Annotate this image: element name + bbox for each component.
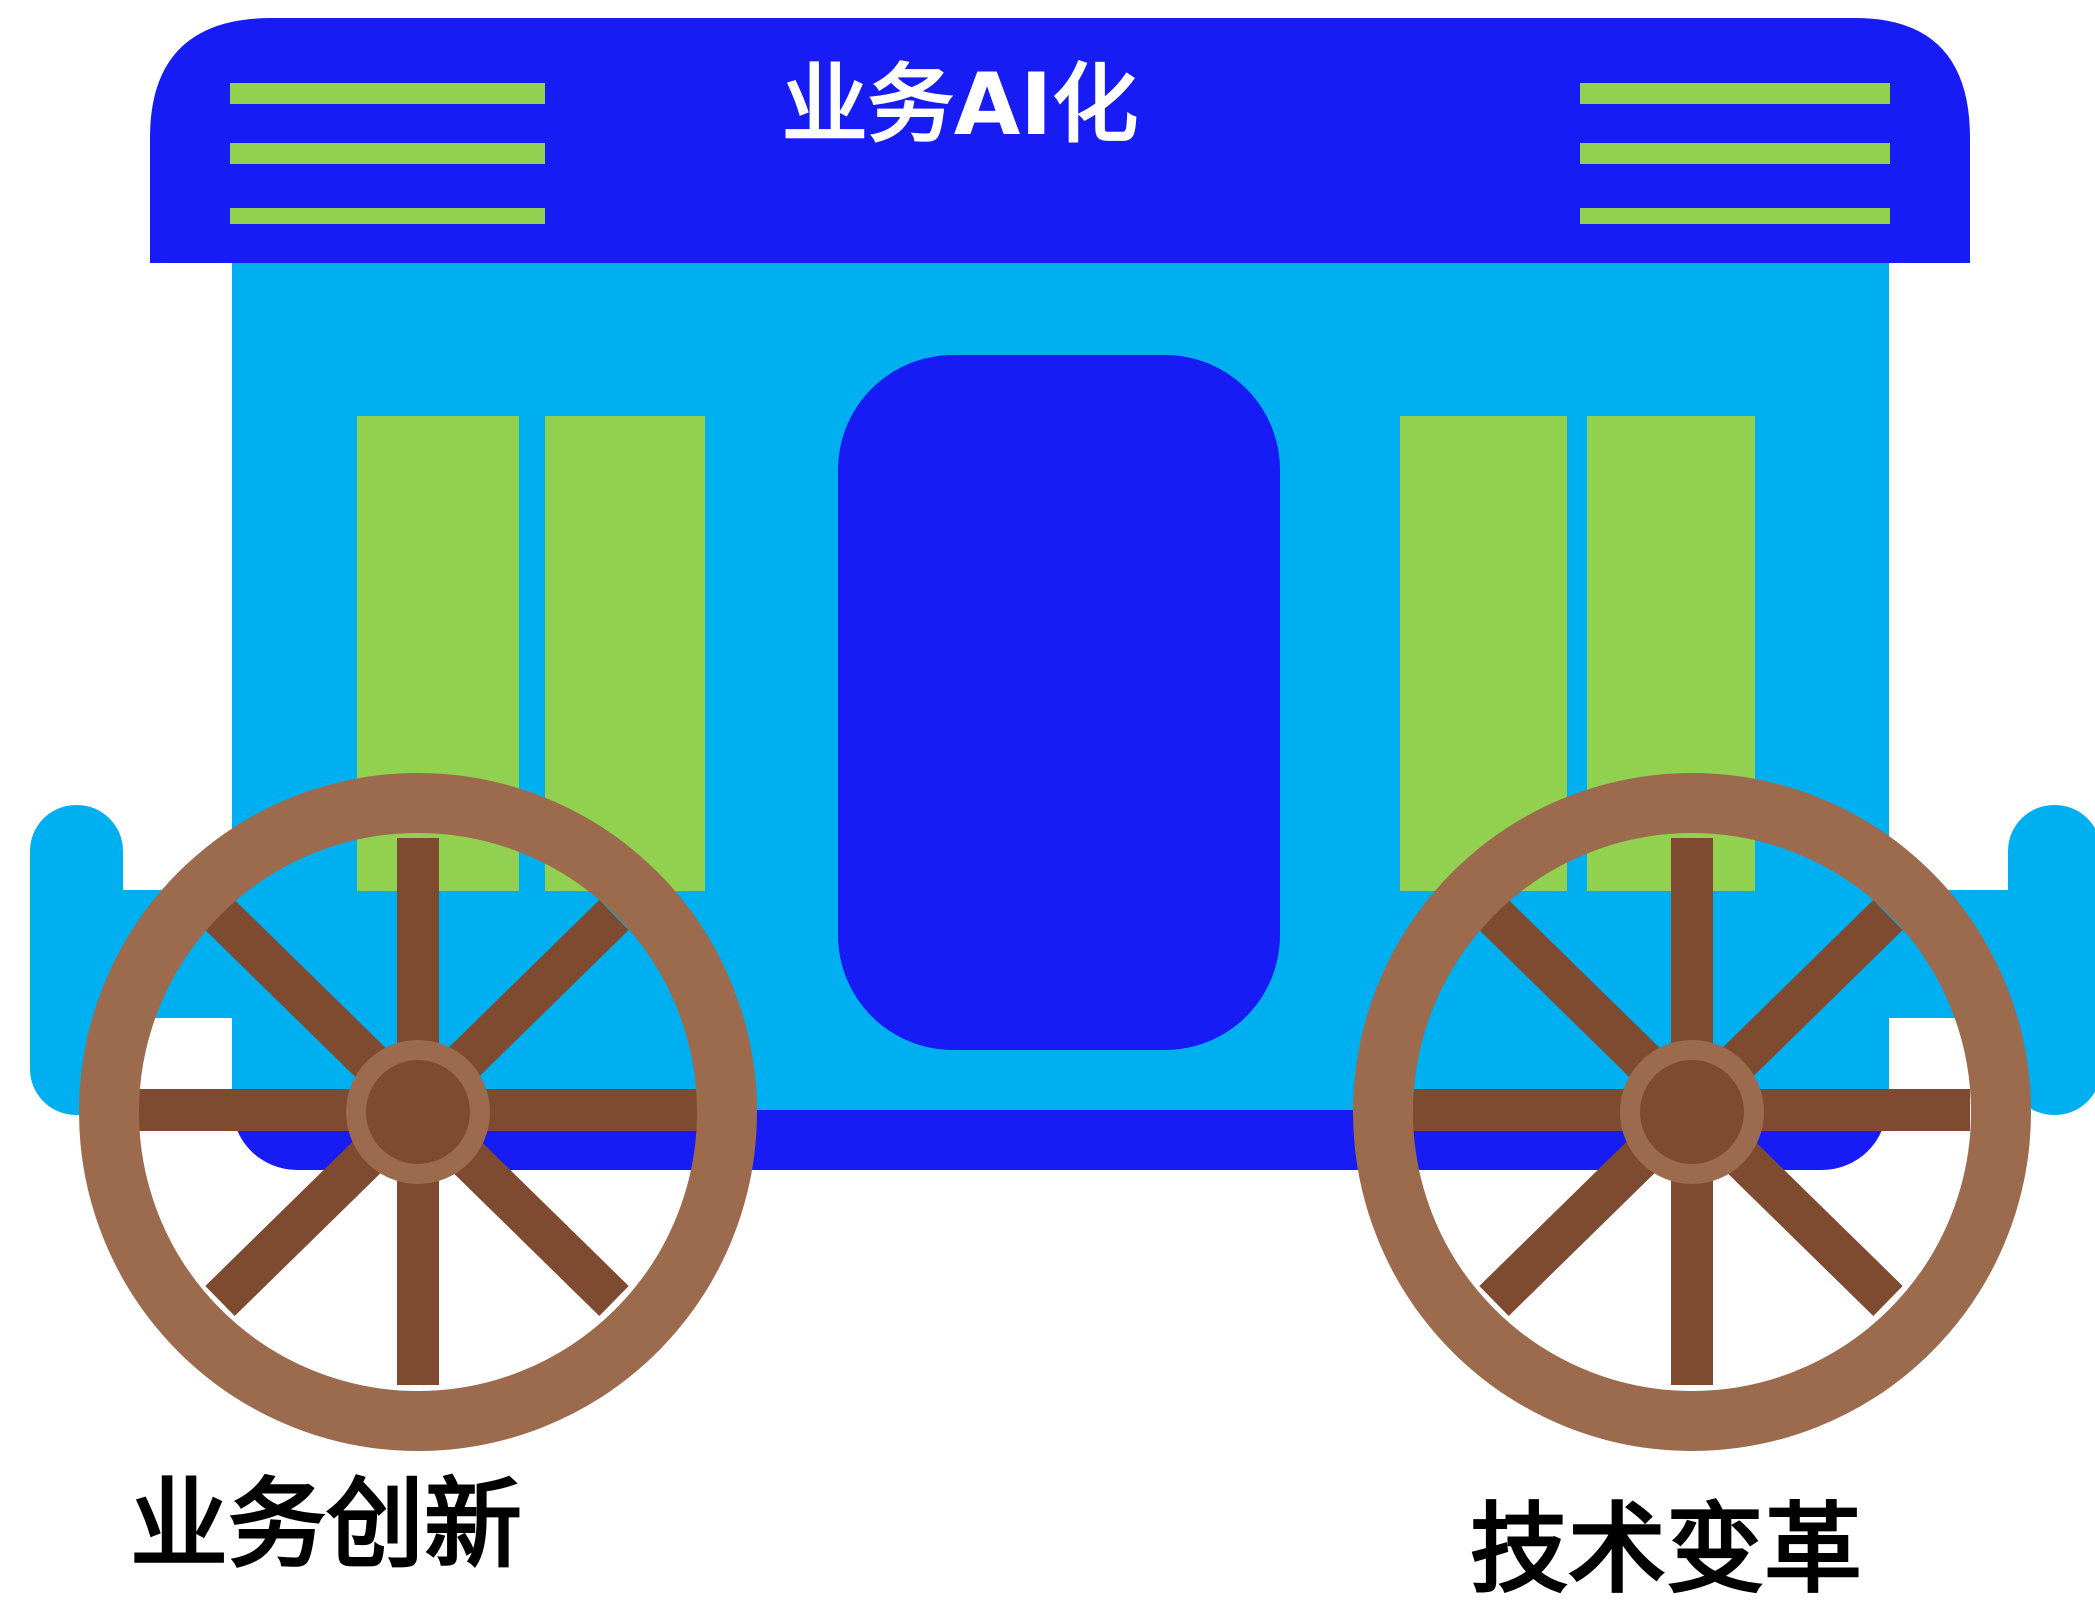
- right-wheel: [1353, 773, 2031, 1451]
- right-wheel-caption: 技术变革: [1470, 1493, 1863, 1607]
- roof-title: 业务AI化: [781, 55, 1139, 155]
- roof-stripes-right: [1580, 83, 1890, 224]
- left-wheel: [79, 773, 757, 1451]
- left-wheel-caption: 业务创新: [130, 1468, 523, 1582]
- carriage-door: [838, 355, 1280, 1050]
- roof-stripes-left: [230, 83, 545, 224]
- carriage-roof: [150, 18, 1970, 263]
